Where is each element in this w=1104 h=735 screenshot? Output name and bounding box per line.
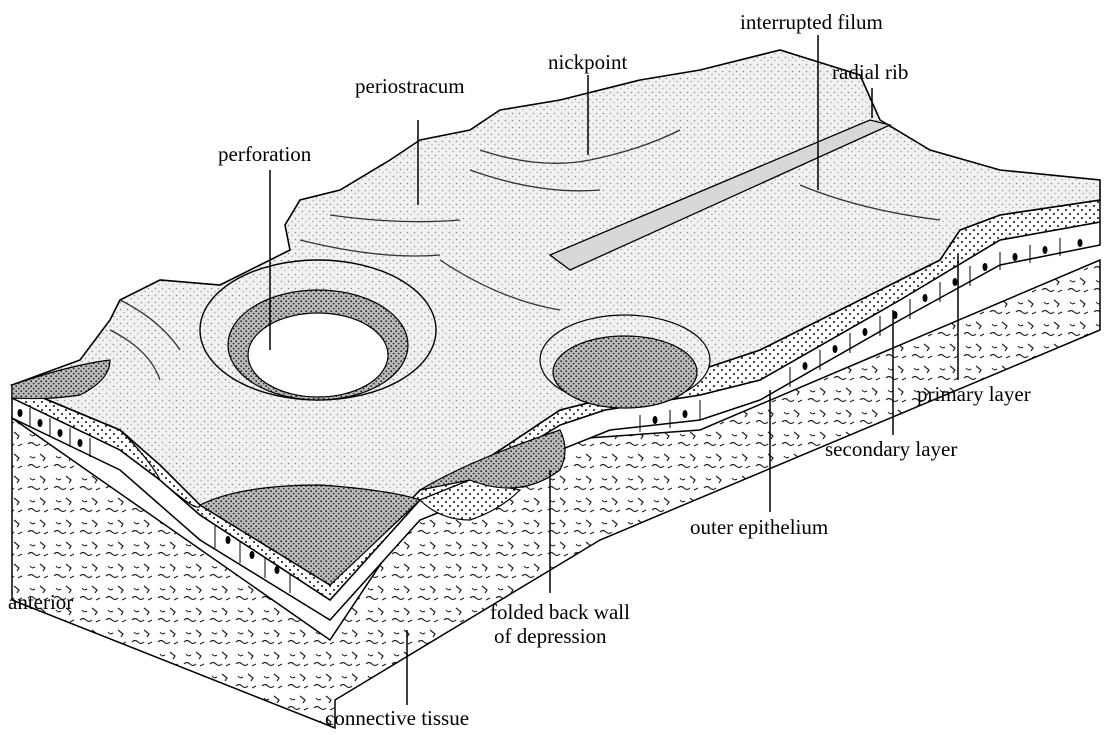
label-outer-epithelium: outer epithelium	[690, 515, 828, 539]
depression-right-floor	[553, 336, 697, 408]
label-primary-layer: primary layer	[917, 382, 1031, 406]
label-anterior: anterior	[8, 590, 73, 614]
label-folded-back-wall: folded back wall of depression	[490, 600, 630, 648]
label-nickpoint: nickpoint	[548, 50, 627, 74]
label-periostracum: periostracum	[355, 74, 465, 98]
label-interrupted-filum: interrupted filum	[740, 10, 883, 34]
label-secondary-layer: secondary layer	[825, 437, 957, 461]
label-folded-back-wall-line2: of depression	[490, 624, 630, 648]
label-radial-rib: radial rib	[832, 60, 908, 84]
label-perforation: perforation	[218, 142, 311, 166]
label-connective-tissue: connective tissue	[325, 706, 469, 730]
perforation-hole	[248, 313, 388, 397]
label-folded-back-wall-line1: folded back wall	[490, 600, 630, 624]
